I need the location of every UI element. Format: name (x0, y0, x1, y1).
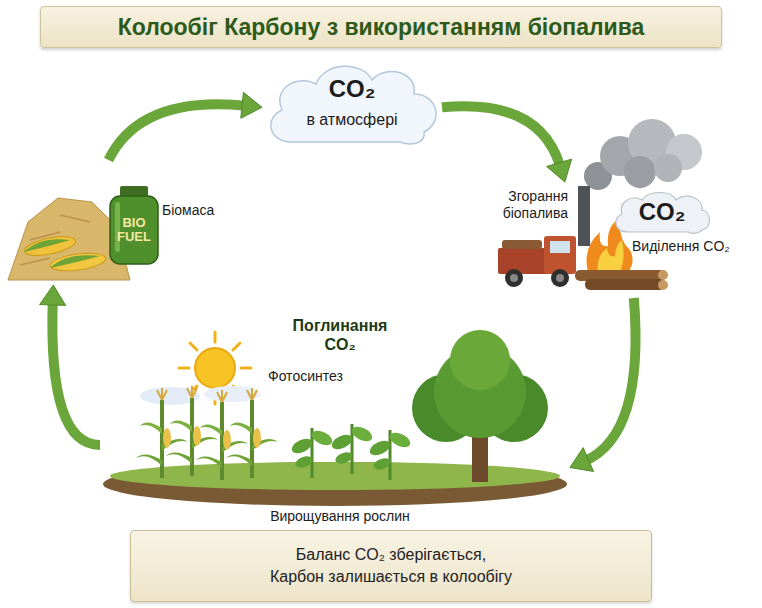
node-text: Вирощування рослин (230, 508, 450, 525)
cycle-arrow (40, 285, 100, 445)
node-text: Виділення CO₂ (632, 238, 754, 255)
arrow-line (109, 104, 247, 160)
emission-cloud: CO₂ (612, 190, 712, 234)
title-banner: Колообіг Карбону з використанням біопали… (40, 6, 722, 48)
cycle-arrow (442, 106, 572, 182)
node-text: Згорання біопалива (482, 188, 568, 222)
sprout (367, 430, 412, 480)
arrow-head (40, 285, 66, 305)
cloud-outline (262, 60, 442, 146)
arrow-head (570, 448, 594, 472)
corn-plant (136, 388, 188, 478)
corn-plant (166, 386, 218, 476)
jar-highlight (115, 202, 120, 252)
node-text: CO₂ (612, 199, 712, 225)
atmosphere-cloud: CO₂ в атмосфері (262, 60, 442, 146)
biofuel-jar: BIO FUEL (108, 186, 160, 266)
truck (498, 236, 576, 287)
smoke (584, 119, 702, 190)
combustion-stage: Згорання біопаливаВиділення CO₂ CO₂ (482, 182, 758, 298)
corn-plant (226, 388, 278, 478)
arrow-line (52, 301, 100, 445)
sprout (289, 428, 334, 478)
node-text: CO₂ (262, 76, 442, 102)
arrow-head (547, 159, 572, 182)
caption-box: Баланс CO₂ зберігається, Карбон залишаєт… (130, 530, 652, 602)
node-text: Поглинання CO₂ (280, 316, 400, 354)
cycle-arrow (570, 298, 636, 471)
title: Колообіг Карбону з використанням біопали… (41, 7, 721, 47)
arrow-line (442, 106, 560, 166)
node-text: в атмосфері (262, 110, 442, 129)
corn-plant (196, 390, 248, 480)
node-text: BIO FUEL (108, 216, 160, 243)
plant-growth-stage: Поглинання CO₂ ФотосинтезВирощування росл… (100, 310, 570, 535)
node-text: Біомаса (162, 202, 234, 219)
node-text: Фотосинтез (268, 368, 368, 385)
arrow-line (585, 298, 636, 461)
biomass-stage: БіомасаBIO FUEL (5, 160, 235, 285)
arrow-head (241, 92, 262, 118)
cycle-arrow (109, 92, 263, 160)
ground (103, 462, 567, 506)
grass (110, 462, 560, 490)
sprout (329, 424, 374, 474)
caption: Баланс CO₂ зберігається, Карбон залишаєт… (241, 544, 541, 587)
tree (412, 330, 548, 482)
chimney (578, 186, 590, 246)
